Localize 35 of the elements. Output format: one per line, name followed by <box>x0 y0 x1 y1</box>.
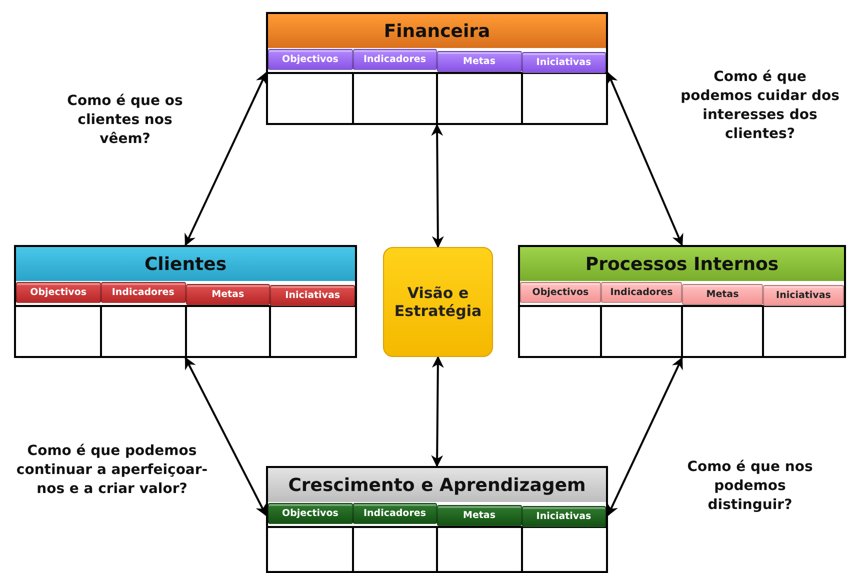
column-header-tab: Indicadores <box>601 282 682 303</box>
column-header-tab: Objectivos <box>268 503 352 524</box>
column-header-tab: Metas <box>437 51 522 72</box>
arrow <box>606 72 684 246</box>
question-text: Como é que os clientes nos vêem? <box>66 92 184 149</box>
column-header-tab: Iniciativas <box>763 285 844 306</box>
column-header-tab: Metas <box>437 505 522 526</box>
question-text: Como é que podemos cuidar dos interesses dos clientes? <box>680 68 840 144</box>
perspective-title: Financeira <box>268 14 606 48</box>
perspective-title: Clientes <box>16 247 355 281</box>
question-text: Como é que podemos continuar a aperfeiçoar-nos e a criar valor? <box>15 442 209 499</box>
vision-strategy-box: Visão e Estratégia <box>383 247 493 357</box>
scorecard-table <box>518 245 846 358</box>
column-header-tab: Iniciativas <box>270 285 355 306</box>
scorecard-table <box>266 12 608 125</box>
column-header-tab: Iniciativas <box>522 506 606 527</box>
scorecard-table <box>14 245 357 358</box>
column-header-tab: Iniciativas <box>522 52 606 73</box>
column-header-tab: Metas <box>186 284 270 305</box>
arrow <box>431 356 444 468</box>
arrow <box>431 124 444 248</box>
arrow <box>607 356 683 516</box>
column-header-tab: Indicadores <box>352 503 437 524</box>
arrow <box>184 72 267 246</box>
column-header-tab: Indicadores <box>352 49 437 70</box>
perspective-title: Processos Internos <box>520 247 844 281</box>
question-text: Como é que nos podemos distinguir? <box>686 458 814 515</box>
column-header-tab: Indicadores <box>100 282 186 303</box>
column-header-tab: Objectivos <box>520 282 601 303</box>
column-header-tab: Objectivos <box>16 282 101 303</box>
scorecard-table <box>266 466 608 573</box>
column-header-tab: Metas <box>682 284 763 305</box>
perspective-title: Crescimento e Aprendizagem <box>268 468 606 502</box>
arrow <box>184 356 267 516</box>
column-header-tab: Objectivos <box>268 49 352 70</box>
